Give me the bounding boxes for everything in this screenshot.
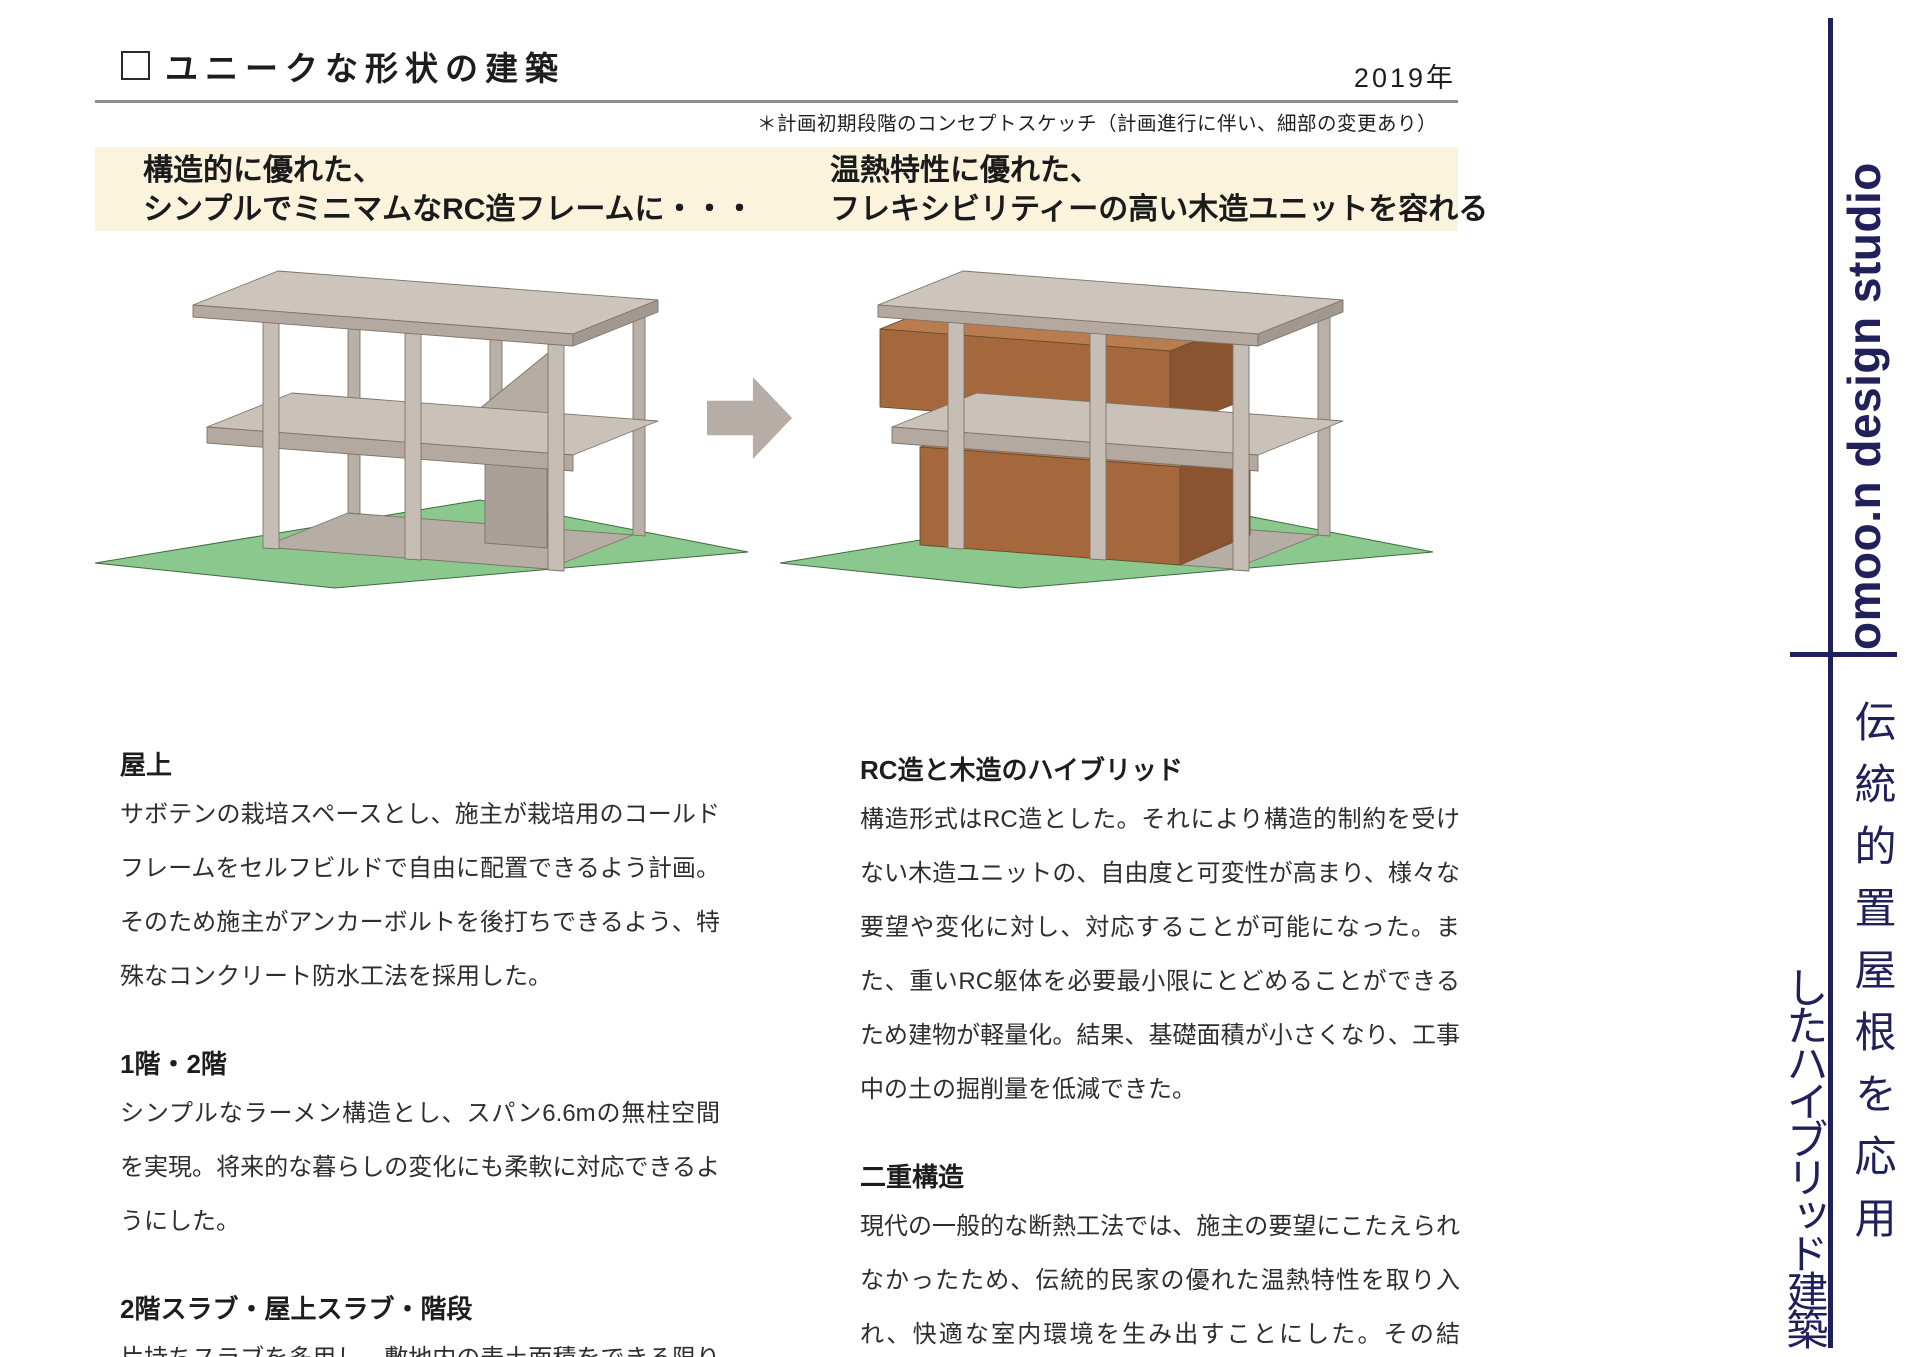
concept-banner: 構造的に優れた、 シンプルでミニマムなRC造フレームに・・・ 温熱特性に優れた、… <box>95 147 1488 231</box>
section-rooftop: 屋上 サボテンの栽培スペースとし、施主が栽培用のコールドフレームをセルフビルドで… <box>120 745 720 1004</box>
sidebar-tick <box>1790 652 1897 657</box>
section-body: 片持ちスラブを多用し、敷地内の表土面積をできる限り確保。土の蒸散、蒸発作用で快適… <box>120 1332 720 1357</box>
section-body: 現代の一般的な断熱工法では、施主の要望にこたえられなかったため、伝統的民家の優れ… <box>860 1213 1460 1348</box>
banner-heading-right-line2: フレキシビリティーの高い木造ユニットを容れる <box>830 193 1489 226</box>
header-divider <box>95 100 1458 103</box>
studio-name: omoo.n design studio <box>1838 162 1890 650</box>
section-heading: 二重構造 <box>860 1162 965 1192</box>
section-hybrid: RC造と木造のハイブリッド 構造形式はRC造とした。それにより構造的制約を受けな… <box>860 750 1460 1117</box>
banner-heading-left-line1: 構造的に優れた、 <box>143 154 383 187</box>
banner-heading-right-line1: 温熱特性に優れた、 <box>830 154 1100 187</box>
left-text-column: 屋上 サボテンの栽培スペースとし、施主が栽培用のコールドフレームをセルフビルドで… <box>120 745 720 1357</box>
section-slabs-stairs: 2階スラブ・屋上スラブ・階段 片持ちスラブを多用し、敷地内の表土面積をできる限り… <box>120 1289 720 1357</box>
section-heading: RC造と木造のハイブリッド <box>860 755 1184 785</box>
year-label: 2019年 <box>1353 63 1456 93</box>
sidebar-rule <box>1828 18 1833 1348</box>
checkbox-icon <box>121 51 150 80</box>
tagline-column-right: 伝統的置屋根を応用 <box>1849 700 1896 1258</box>
section-body: 構造形式はRC造とした。それにより構造的制約を受けない木造ユニットの、自由度と可… <box>860 806 1460 1103</box>
section-body: サボテンの栽培スペースとし、施主が栽培用のコールドフレームをセルフビルドで自由に… <box>120 801 720 990</box>
concept-sketch-note: ＊計画初期段階のコンセプトスケッチ（計画進行に伴い、細部の変更あり） <box>756 113 1437 135</box>
section-heading: 屋上 <box>120 750 173 780</box>
banner-heading-right: 温熱特性に優れた、 フレキシビリティーの高い木造ユニットを容れる <box>830 151 1488 229</box>
rc-frame-figure <box>95 270 749 589</box>
section-heading: 2階スラブ・屋上スラブ・階段 <box>120 1294 473 1324</box>
section-floors: 1階・2階 シンプルなラーメン構造とし、スパン6.6mの無柱空間を実現。将来的な… <box>120 1044 720 1249</box>
page-title: ユニークな形状の建築 <box>165 50 565 87</box>
section-double-structure: 二重構造 現代の一般的な断熱工法では、施主の要望にこたえられなかったため、伝統的… <box>860 1157 1460 1357</box>
banner-heading-left: 構造的に優れた、 シンプルでミニマムなRC造フレームに・・・ <box>143 151 755 229</box>
section-body: シンプルなラーメン構造とし、スパン6.6mの無柱空間を実現。将来的な暮らしの変化… <box>120 1100 720 1235</box>
right-text-column: RC造と木造のハイブリッド 構造形式はRC造とした。それにより構造的制約を受けな… <box>860 750 1460 1357</box>
banner-heading-left-line2: シンプルでミニマムなRC造フレームに・・・ <box>143 193 755 226</box>
rc-frame <box>192 270 659 572</box>
section-heading: 1階・2階 <box>120 1049 227 1079</box>
rc-frame-front <box>877 270 1344 572</box>
hybrid-figure <box>780 270 1434 589</box>
tagline-column-left: したハイブリッド建築 <box>1781 966 1828 1346</box>
ground-plane <box>95 499 749 589</box>
